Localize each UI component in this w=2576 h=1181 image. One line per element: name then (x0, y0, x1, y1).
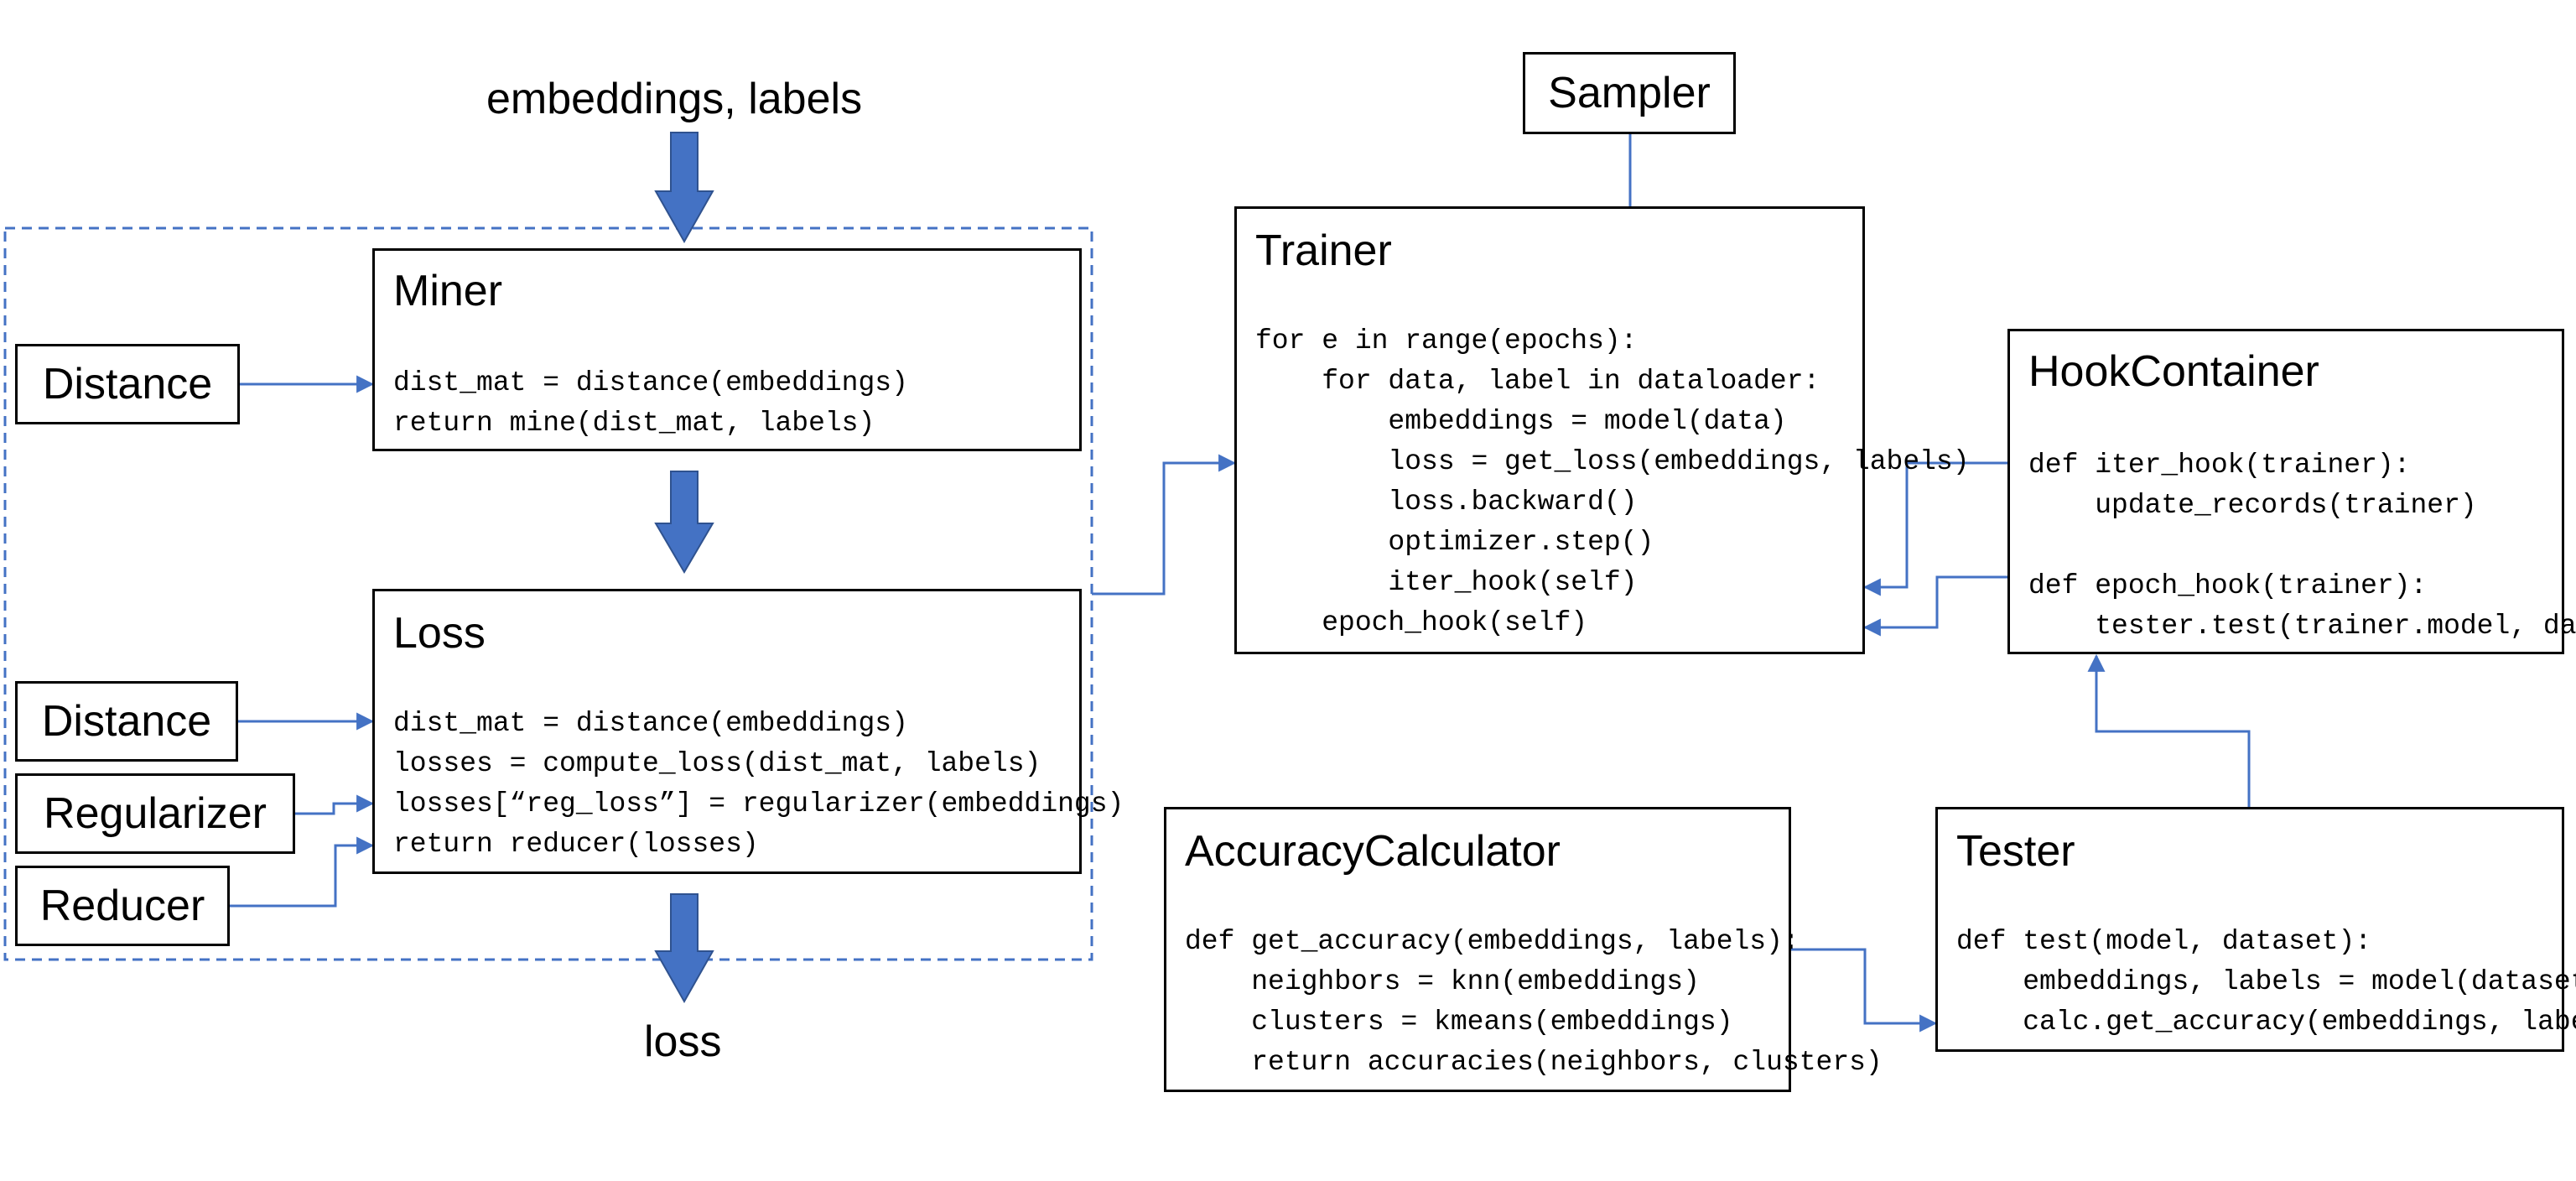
tester-code-line: embeddings, labels = model(dataset) (1956, 966, 2576, 997)
hookcontainer-code-line: tester.test(trainer.model, dataset) (2095, 611, 2576, 642)
loss-box: Loss dist_mat = distance(embeddings) loss… (372, 589, 1124, 874)
arrow-regularizer-to-loss (295, 794, 375, 815)
trainer-code-line: embeddings = model(data) (1255, 406, 1787, 437)
arrow-reducer-to-loss (230, 836, 375, 908)
hookcontainer-code-line: update_records(trainer) (2028, 490, 2477, 521)
accuracy-calculator-code-line: neighbors = knn(embeddings) (1185, 966, 1700, 997)
accuracy-calculator-title: AccuracyCalculator (1185, 827, 1561, 876)
hookcontainer-code: def iter_hook(trainer): update_records(t… (2028, 445, 2576, 647)
trainer-box: Trainer for e in range(epochs): for data… (1234, 206, 1970, 654)
miner-code: dist_mat = distance(embeddings) return mi… (393, 363, 908, 444)
tester-box: Tester def test(model, dataset): embeddi… (1935, 807, 2576, 1052)
sampler-box: Sampler (1523, 52, 1736, 134)
input-label: embeddings, labels (486, 75, 863, 123)
miner-title: Miner (393, 267, 503, 315)
trainer-code-line: loss = get_loss(embeddings, labels) (1255, 446, 1970, 477)
reducer-box: Reducer (15, 866, 230, 946)
distance-miner-box: Distance (15, 344, 240, 424)
block-arrow-input (654, 132, 714, 244)
arrow-epoch-hook-to-trainer (1862, 575, 2007, 637)
miner-code-line: dist_mat = distance(embeddings) (393, 367, 908, 398)
trainer-code-line: for e in range(epochs): (1255, 325, 1638, 356)
loss-code: dist_mat = distance(embeddings) losses = … (393, 704, 1124, 865)
hookcontainer-title: HookContainer (2028, 347, 2319, 396)
tester-code: def test(model, dataset): embeddings, la… (1956, 922, 2576, 1043)
hookcontainer-code-line: def iter_hook(trainer): (2028, 450, 2411, 481)
block-arrow-output (654, 893, 714, 1004)
arrow-iter-hook-to-trainer (1862, 461, 2007, 596)
loss-code-line: losses = compute_loss(dist_mat, labels) (393, 748, 1041, 779)
arrow-accuracy-to-tester (1791, 948, 1938, 1033)
trainer-code-line: optimizer.step() (1255, 527, 1654, 558)
loss-code-line: losses[“reg_loss”] = regularizer(embeddi… (393, 788, 1124, 819)
trainer-code: for e in range(epochs): for data, label … (1255, 321, 1970, 643)
trainer-code-line: for data, label in dataloader: (1255, 366, 1820, 397)
accuracy-calculator-code-line: return accuracies(neighbors, clusters) (1185, 1047, 1883, 1078)
accuracy-calculator-code-line: def get_accuracy(embeddings, labels): (1185, 926, 1800, 957)
trainer-code-line: loss.backward() (1255, 486, 1638, 518)
arrow-tester-to-hookcontainer (2087, 653, 2251, 807)
miner-box: Miner dist_mat = distance(embeddings) ret… (372, 248, 1082, 451)
output-label: loss (644, 1017, 722, 1066)
tester-code-line: calc.get_accuracy(embeddings, labels) (1956, 1007, 2576, 1038)
trainer-code-line: epoch_hook(self) (1255, 607, 1588, 638)
arrow-loss-to-trainer (1092, 454, 1237, 596)
tester-code-line: def test(model, dataset): (1956, 926, 2372, 957)
loss-code-line: dist_mat = distance(embeddings) (393, 708, 908, 739)
accuracy-calculator-box: AccuracyCalculator def get_accuracy(embe… (1164, 807, 1883, 1092)
accuracy-calculator-code: def get_accuracy(embeddings, labels): ne… (1185, 922, 1883, 1083)
regularizer-box: Regularizer (15, 773, 295, 854)
block-arrow-miner-to-loss (654, 471, 714, 574)
hookcontainer-box: HookContainer def iter_hook(trainer): up… (2007, 329, 2576, 654)
miner-code-line: return mine(dist_mat, labels) (393, 408, 875, 439)
loss-title: Loss (393, 609, 486, 658)
hookcontainer-code-line: def epoch_hook(trainer): (2028, 570, 2428, 601)
hookcontainer-code-line (2028, 526, 2576, 566)
accuracy-calculator-code-line: clusters = kmeans(embeddings) (1185, 1007, 1733, 1038)
trainer-title: Trainer (1255, 226, 1392, 275)
tester-title: Tester (1956, 827, 2075, 876)
distance-loss-box: Distance (15, 681, 238, 762)
trainer-code-line: iter_hook(self) (1255, 567, 1638, 598)
loss-code-line: return reducer(losses) (393, 829, 759, 860)
